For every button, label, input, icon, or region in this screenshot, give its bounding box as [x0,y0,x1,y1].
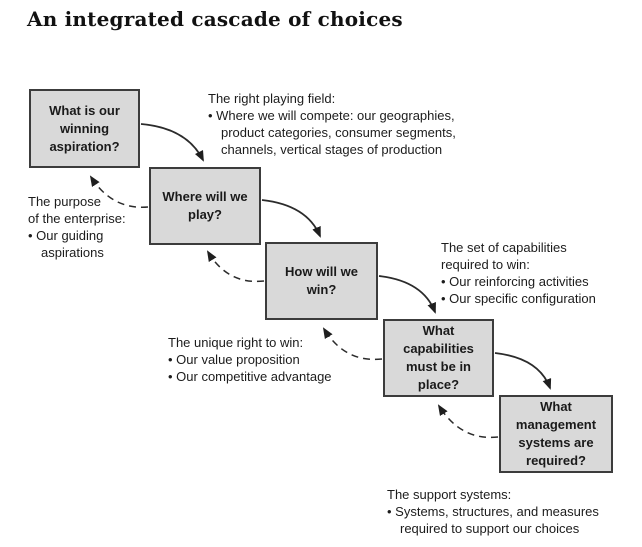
annotation-unique-right-to-win: The unique right to win: • Our value pro… [168,334,332,385]
box-label-line: systems are [518,435,594,450]
box-label-line: management [515,417,597,432]
annotation-bullet: • Our value proposition [168,352,300,367]
feedback-arrow-4 [437,404,499,439]
annotation-heading: The right playing field: [208,91,336,106]
annotation-heading: The purpose [28,194,101,209]
box-label-line: win? [306,282,337,297]
box-label-line: What is our [49,102,120,118]
box-label-line: capabilities [403,341,474,356]
annotation-heading: required to win: [441,257,530,272]
box-label-line: required? [526,453,586,468]
annotation-bullet: • Our competitive advantage [168,369,332,384]
annotation-bullet: • Our guiding [28,228,104,243]
box-management-systems: What management systems are required? [499,395,613,473]
box-label-line: What [540,399,572,414]
box-label-line: place? [417,377,460,392]
box-where-to-play: Where will we play? [149,167,261,245]
forward-arrow-1 [140,123,204,162]
annotation-heading: The set of capabilities [441,240,567,255]
box-label-line: play? [188,207,222,222]
box-label-line: winning [59,120,110,136]
box-label-line: What [422,323,455,338]
feedback-arrow-3 [322,327,383,361]
box-label-line: Where will we [162,189,248,204]
annotation-right-playing-field: The right playing field: • Where we will… [208,90,456,158]
annotation-bullet-cont: required to support our choices [400,521,580,536]
box-label-line: must be in [405,359,471,374]
feedback-arrow-2 [206,250,265,283]
box-capabilities: What capabilities must be in place? [383,319,494,397]
box-how-to-win: How will we win? [265,242,378,320]
page-title: An integrated cascade of choices [27,7,403,31]
annotation-bullet-cont: product categories, consumer segments, [221,125,456,140]
box-winning-aspiration: What is our winning aspiration? [29,89,140,168]
box-label-line: How will we [285,264,358,279]
annotation-heading: The unique right to win: [168,335,304,350]
annotation-bullet: • Systems, structures, and measures [387,504,599,519]
forward-arrow-2 [261,199,321,238]
annotation-heading: of the enterprise: [28,211,126,226]
box-label-line: aspiration? [49,138,120,154]
forward-arrow-3 [378,275,436,314]
annotation-bullet: • Our specific configuration [441,291,596,306]
annotation-heading: The support systems: [387,487,512,502]
annotation-purpose-of-enterprise: The purpose of the enterprise: • Our gui… [28,193,126,261]
annotation-bullet-cont: channels, vertical stages of production [221,142,443,157]
annotation-bullet: • Our reinforcing activities [441,274,589,289]
annotation-bullet-cont: aspirations [41,245,104,260]
forward-arrow-4 [494,352,552,390]
annotation-bullet: • Where we will compete: our geographies… [208,108,455,123]
annotation-support-systems: The support systems: • Systems, structur… [387,486,599,537]
annotation-set-of-capabilities: The set of capabilities required to win:… [441,239,596,307]
